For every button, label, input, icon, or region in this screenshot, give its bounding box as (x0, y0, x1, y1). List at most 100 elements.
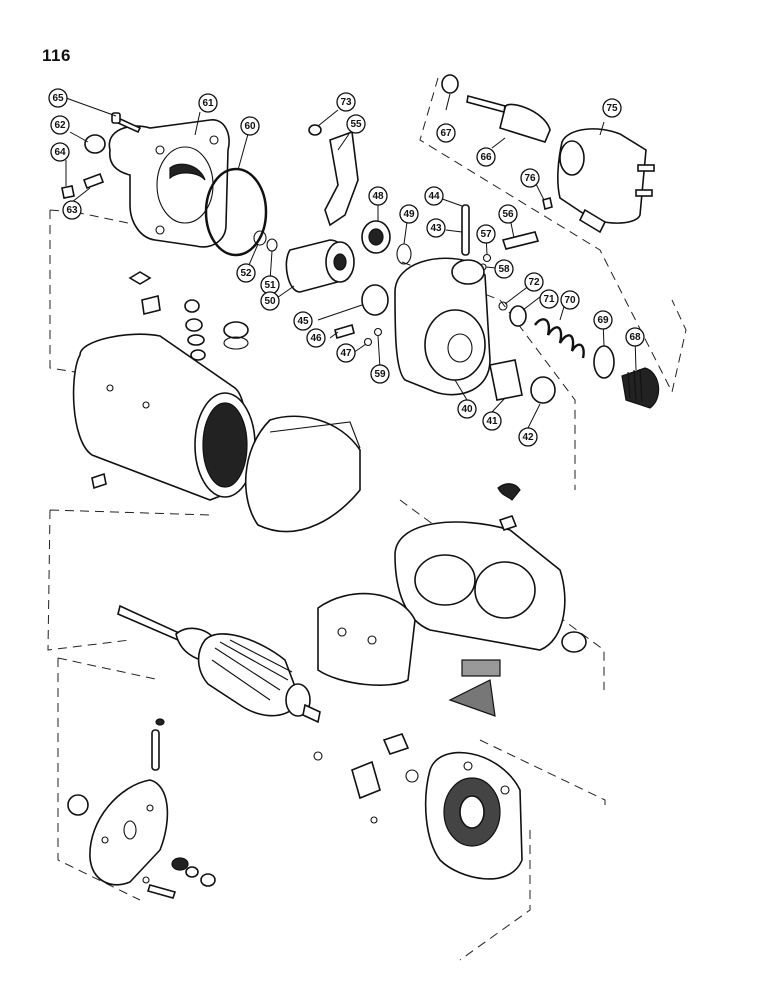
drive-pinion-part (285, 239, 355, 293)
washer-42-part (530, 376, 556, 404)
callout-45: 45 (293, 311, 313, 331)
drive-housing-part (108, 119, 230, 248)
callout-number: 51 (264, 280, 276, 291)
callout-number: 72 (528, 277, 540, 288)
callout-51: 51 (260, 275, 280, 295)
callout-42: 42 (518, 427, 538, 447)
washer-71-part (509, 305, 527, 327)
bolt-46-part (334, 323, 355, 340)
callout-71: 71 (539, 289, 559, 309)
ring-part (396, 243, 412, 265)
callout-46: 46 (306, 328, 326, 348)
callout-number: 40 (461, 404, 473, 415)
callout-number: 70 (564, 295, 576, 306)
callout-number: 43 (430, 223, 442, 234)
retainer-part (593, 345, 615, 379)
callout-40: 40 (457, 399, 477, 419)
nut-part (308, 124, 322, 136)
callout-number: 48 (372, 191, 384, 202)
callout-59: 59 (370, 364, 390, 384)
callout-number: 57 (480, 229, 492, 240)
callout-number: 65 (52, 93, 64, 104)
callout-52: 52 (236, 263, 256, 283)
end-plate-part (89, 779, 169, 886)
callout-73: 73 (336, 92, 356, 112)
end-hardware-part (142, 857, 216, 899)
callout-number: 60 (244, 121, 256, 132)
page-number: 116 (42, 46, 71, 65)
callout-61: 61 (198, 93, 218, 113)
field-frame-part (72, 333, 256, 501)
callout-number: 69 (597, 315, 609, 326)
washer-47-part (363, 337, 373, 347)
plug-end-part (155, 718, 165, 726)
callout-70: 70 (560, 290, 580, 310)
callout-number: 58 (498, 264, 510, 275)
callout-41: 41 (482, 411, 502, 431)
nose-housing-part (394, 257, 491, 396)
callout-55: 55 (346, 114, 366, 134)
callout-67: 67 (436, 123, 456, 143)
callout-62: 62 (50, 115, 70, 135)
callout-56: 56 (498, 204, 518, 224)
insulator-sleeve-part (244, 415, 361, 533)
callout-68: 68 (625, 327, 645, 347)
solenoid-group-outline (419, 77, 687, 394)
callout-number: 56 (502, 209, 514, 220)
ring-72-part (498, 301, 508, 311)
plunger-part (621, 367, 660, 409)
callout-43: 43 (426, 218, 446, 238)
screw-part (82, 172, 105, 190)
callout-66: 66 (476, 147, 496, 167)
dowel-pin-part (151, 729, 160, 771)
callout-69: 69 (593, 310, 613, 330)
washer-45-part (361, 284, 389, 316)
callout-57: 57 (476, 224, 496, 244)
commutator-end-frame-part (424, 751, 523, 880)
callout-47: 47 (336, 343, 356, 363)
seal-part (361, 220, 391, 254)
field-group-outline (47, 499, 605, 690)
terminal-screw-part (542, 196, 553, 211)
o-ring-part (204, 167, 268, 257)
washer-59-part (373, 327, 383, 337)
brush-insulator-part (448, 679, 496, 717)
callout-64: 64 (50, 142, 70, 162)
callout-number: 62 (54, 120, 66, 131)
callout-number: 52 (240, 268, 252, 279)
pin-part (461, 204, 470, 256)
callout-number: 71 (543, 294, 555, 305)
shift-lever-part (324, 130, 359, 227)
spring-part (534, 318, 585, 359)
callout-number: 42 (522, 432, 534, 443)
callout-number: 41 (486, 416, 498, 427)
callout-number: 55 (350, 119, 362, 130)
callout-number: 67 (440, 128, 452, 139)
callout-49: 49 (399, 204, 419, 224)
callout-number: 63 (66, 205, 78, 216)
callout-50: 50 (260, 291, 280, 311)
bushing-end-part (67, 794, 89, 816)
callout-65: 65 (48, 88, 68, 108)
pole-shoe-spacer-part (561, 631, 587, 653)
callout-63: 63 (62, 200, 82, 220)
callout-58: 58 (494, 259, 514, 279)
end-frame-group-outline (57, 657, 606, 961)
bolt-part (111, 112, 142, 134)
armature-part (117, 604, 321, 724)
callout-number: 73 (340, 97, 352, 108)
bushing-41-part (489, 359, 523, 401)
solenoid-part (557, 128, 655, 234)
callout-number: 75 (606, 103, 618, 114)
callout-75: 75 (602, 98, 622, 118)
callout-76: 76 (520, 168, 540, 188)
plug-part (61, 185, 75, 199)
callout-number: 47 (340, 348, 352, 359)
callout-72: 72 (524, 272, 544, 292)
o-ring-57-part (482, 253, 492, 263)
plunger-pin-part (501, 231, 540, 250)
callout-48: 48 (368, 186, 388, 206)
plunger-shaft-part (466, 94, 551, 143)
callout-number: 59 (374, 369, 386, 380)
